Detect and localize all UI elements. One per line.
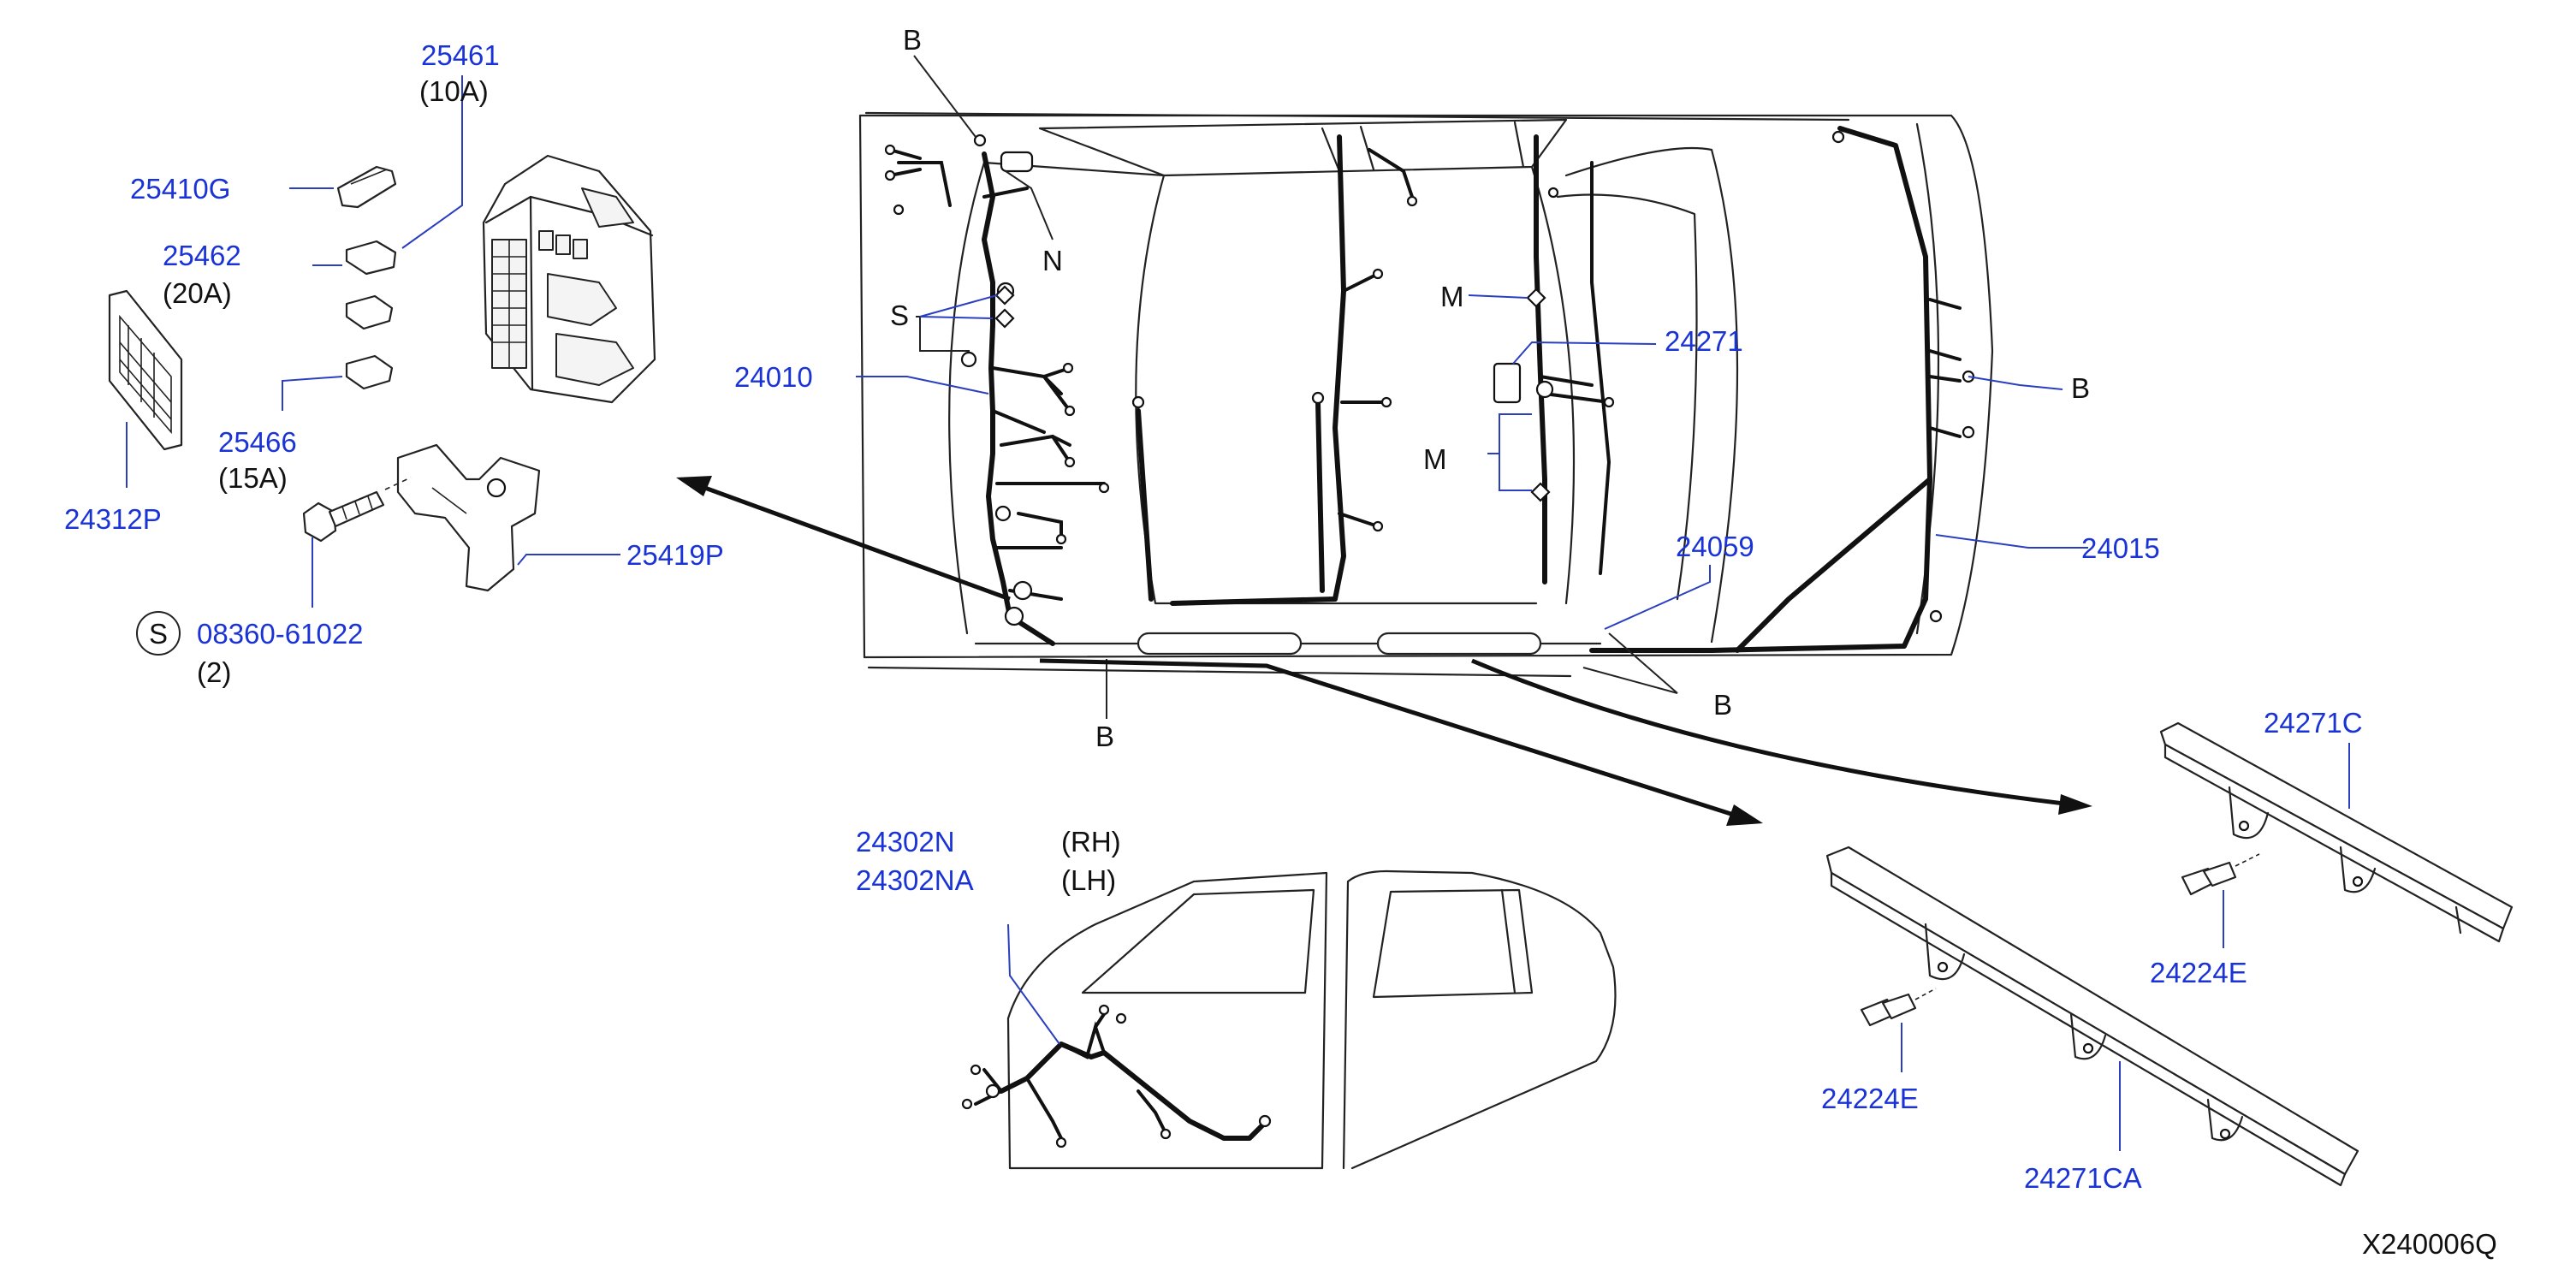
fuse-block-assembly [482, 154, 656, 404]
fuse-slots [491, 187, 634, 386]
side-24302NA: (LH) [1061, 864, 1116, 896]
fuse-25462 [345, 294, 394, 330]
label-24015: 24015 [2081, 532, 2160, 564]
label-25410G: 25410G [130, 173, 230, 205]
label-24059: 24059 [1676, 531, 1754, 562]
floor-harness [1131, 134, 1615, 606]
label-24010: 24010 [734, 361, 813, 393]
note-25461: (10A) [419, 75, 489, 107]
label-25466: 25466 [218, 426, 297, 458]
fuse-25461 [345, 240, 397, 276]
note-08360-61022: (2) [197, 656, 231, 688]
clip-24224E-upper [2181, 853, 2260, 896]
standard-part-letter: S [149, 618, 168, 650]
body-harness-24015 [1589, 126, 1975, 653]
fuse-25410G [336, 165, 397, 209]
label-24271: 24271 [1665, 325, 1743, 357]
door-harness-assembly [961, 869, 1617, 1170]
fuse-25466 [345, 354, 394, 390]
clip-24224E-lower [1860, 988, 1937, 1027]
cover-24312P [108, 289, 183, 451]
protector-24271C [2159, 721, 2514, 943]
letter-m-upper: M [1440, 281, 1464, 312]
label-24224E-upper: 24224E [2150, 957, 2247, 988]
label-25419P: 25419P [626, 539, 724, 571]
letter-m-lower: M [1423, 443, 1447, 475]
harness-markers [994, 285, 1551, 502]
label-08360-61022: 08360-61022 [197, 618, 364, 650]
letter-b-bottom-left: B [1095, 721, 1114, 752]
label-25461: 25461 [421, 39, 500, 71]
standard-part-symbol: S [136, 611, 181, 656]
label-24224E-lower: 24224E [1821, 1083, 1919, 1114]
letter-n: N [1042, 245, 1063, 276]
callout-arrows [676, 476, 2092, 826]
letter-b-top: B [903, 24, 922, 56]
label-24271C: 24271C [2264, 707, 2363, 739]
protector-24271CA [1825, 846, 2359, 1187]
center-leaders [856, 55, 2088, 719]
vehicle-body [858, 111, 1994, 678]
note-25466: (15A) [218, 462, 288, 494]
label-24302NA: 24302NA [856, 864, 974, 896]
letter-b-bottom-right: B [1713, 689, 1732, 721]
right-leaders [1901, 743, 2350, 1151]
diagram-code: X240006Q [2362, 1228, 2497, 1260]
main-harness-24010 [884, 134, 1110, 646]
letter-s: S [890, 300, 909, 331]
label-24271CA: 24271CA [2024, 1162, 2142, 1194]
label-25462: 25462 [163, 240, 241, 271]
note-25462: (20A) [163, 277, 232, 309]
bolt-08360-61022 [302, 477, 412, 543]
left-leaders [126, 75, 620, 608]
letter-b-right: B [2071, 372, 2090, 404]
label-24312P: 24312P [64, 503, 162, 535]
part-labels: 25461 (10A) 25410G 25462 (20A) 25466 (15… [64, 24, 2497, 1260]
bracket-25419P [396, 443, 541, 592]
side-24302N: (RH) [1061, 826, 1121, 858]
label-24302N: 24302N [856, 826, 955, 858]
